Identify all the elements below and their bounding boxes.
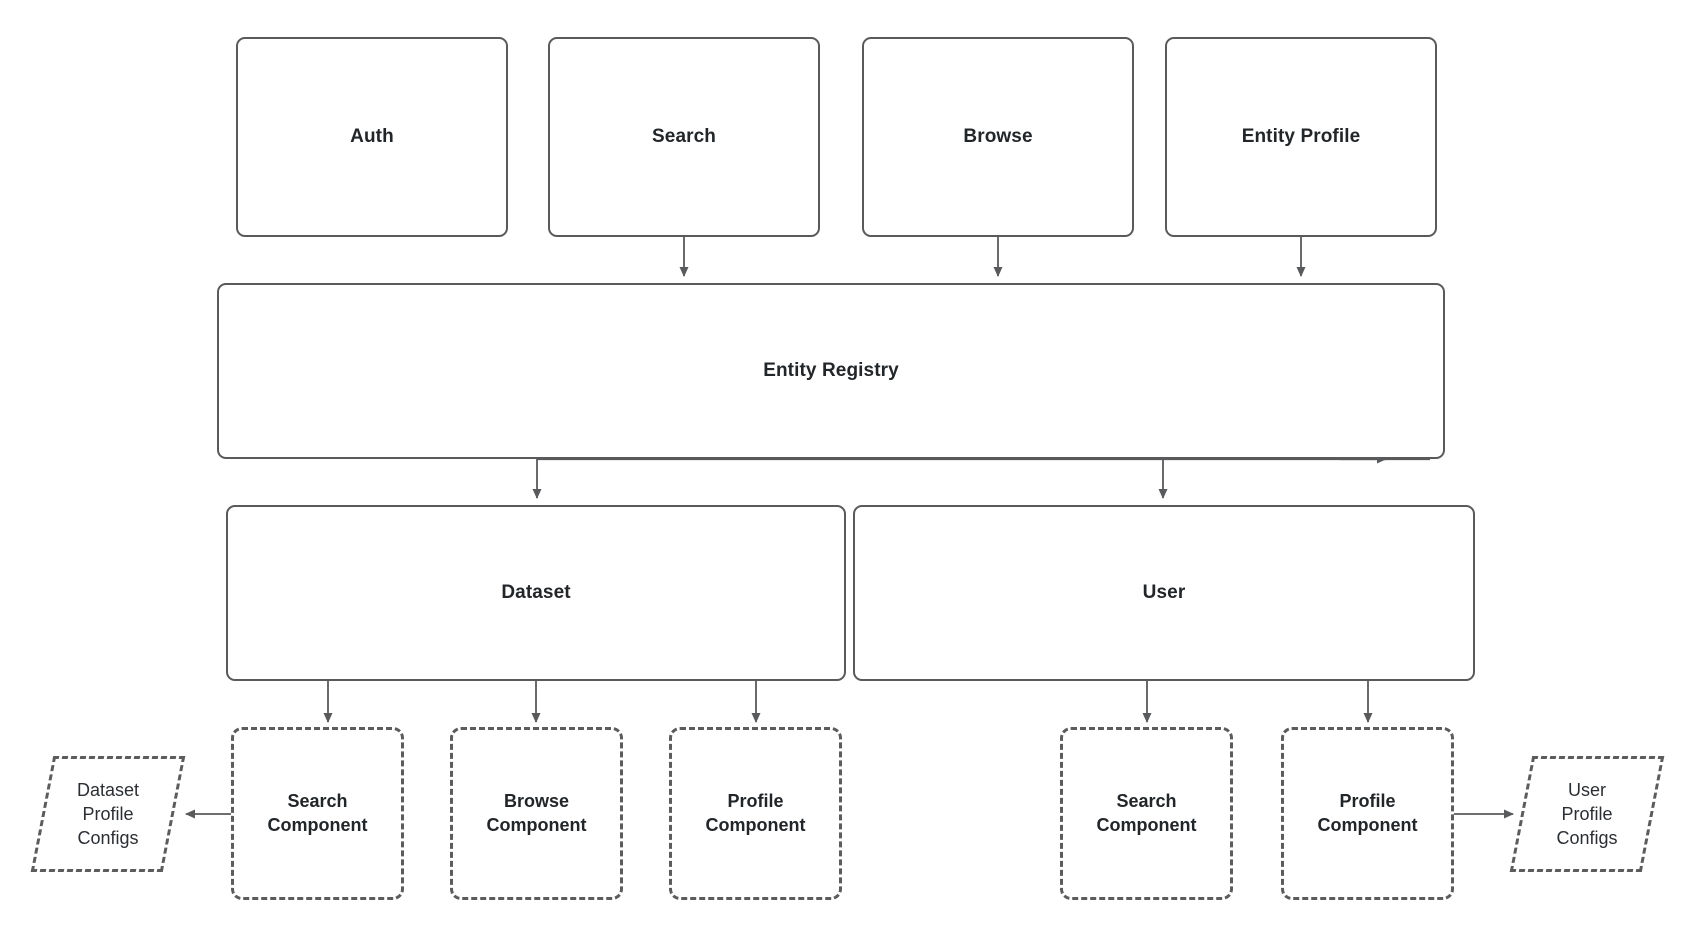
node-dataset-profile-component[interactable]: Profile Component <box>669 727 842 900</box>
node-dataset-browse-component[interactable]: Browse Component <box>450 727 623 900</box>
node-user-profile-component[interactable]: Profile Component <box>1281 727 1454 900</box>
node-entity-registry-label: Entity Registry <box>763 360 899 381</box>
node-dataset-browse-component-label: Browse Component <box>486 790 587 835</box>
node-entity-profile[interactable]: Entity Profile <box>1165 37 1437 237</box>
node-user-profile-configs[interactable]: User Profile Configs <box>1509 756 1665 872</box>
node-dataset[interactable]: Dataset <box>226 505 846 681</box>
node-entity-registry[interactable]: Entity Registry <box>217 283 1445 459</box>
node-user-profile-configs-label: User Profile Configs <box>1556 779 1618 849</box>
node-entity-profile-label: Entity Profile <box>1241 126 1361 147</box>
node-search-label: Search <box>652 126 716 147</box>
node-dataset-search-component-label: Search Component <box>267 790 368 835</box>
node-dataset-profile-component-label: Profile Component <box>705 790 806 835</box>
node-dataset-search-component[interactable]: Search Component <box>231 727 404 900</box>
node-user-label: User <box>1142 582 1186 603</box>
node-auth[interactable]: Auth <box>236 37 508 237</box>
node-user-profile-component-label: Profile Component <box>1317 790 1418 835</box>
node-user[interactable]: User <box>853 505 1475 681</box>
node-search[interactable]: Search <box>548 37 820 237</box>
node-dataset-label: Dataset <box>501 582 571 603</box>
node-user-search-component-label: Search Component <box>1096 790 1197 835</box>
node-browse[interactable]: Browse <box>862 37 1134 237</box>
node-dataset-profile-configs[interactable]: Dataset Profile Configs <box>30 756 186 872</box>
node-dataset-profile-configs-label: Dataset Profile Configs <box>76 779 140 849</box>
node-browse-label: Browse <box>963 126 1033 147</box>
node-user-search-component[interactable]: Search Component <box>1060 727 1233 900</box>
node-auth-label: Auth <box>350 126 394 147</box>
